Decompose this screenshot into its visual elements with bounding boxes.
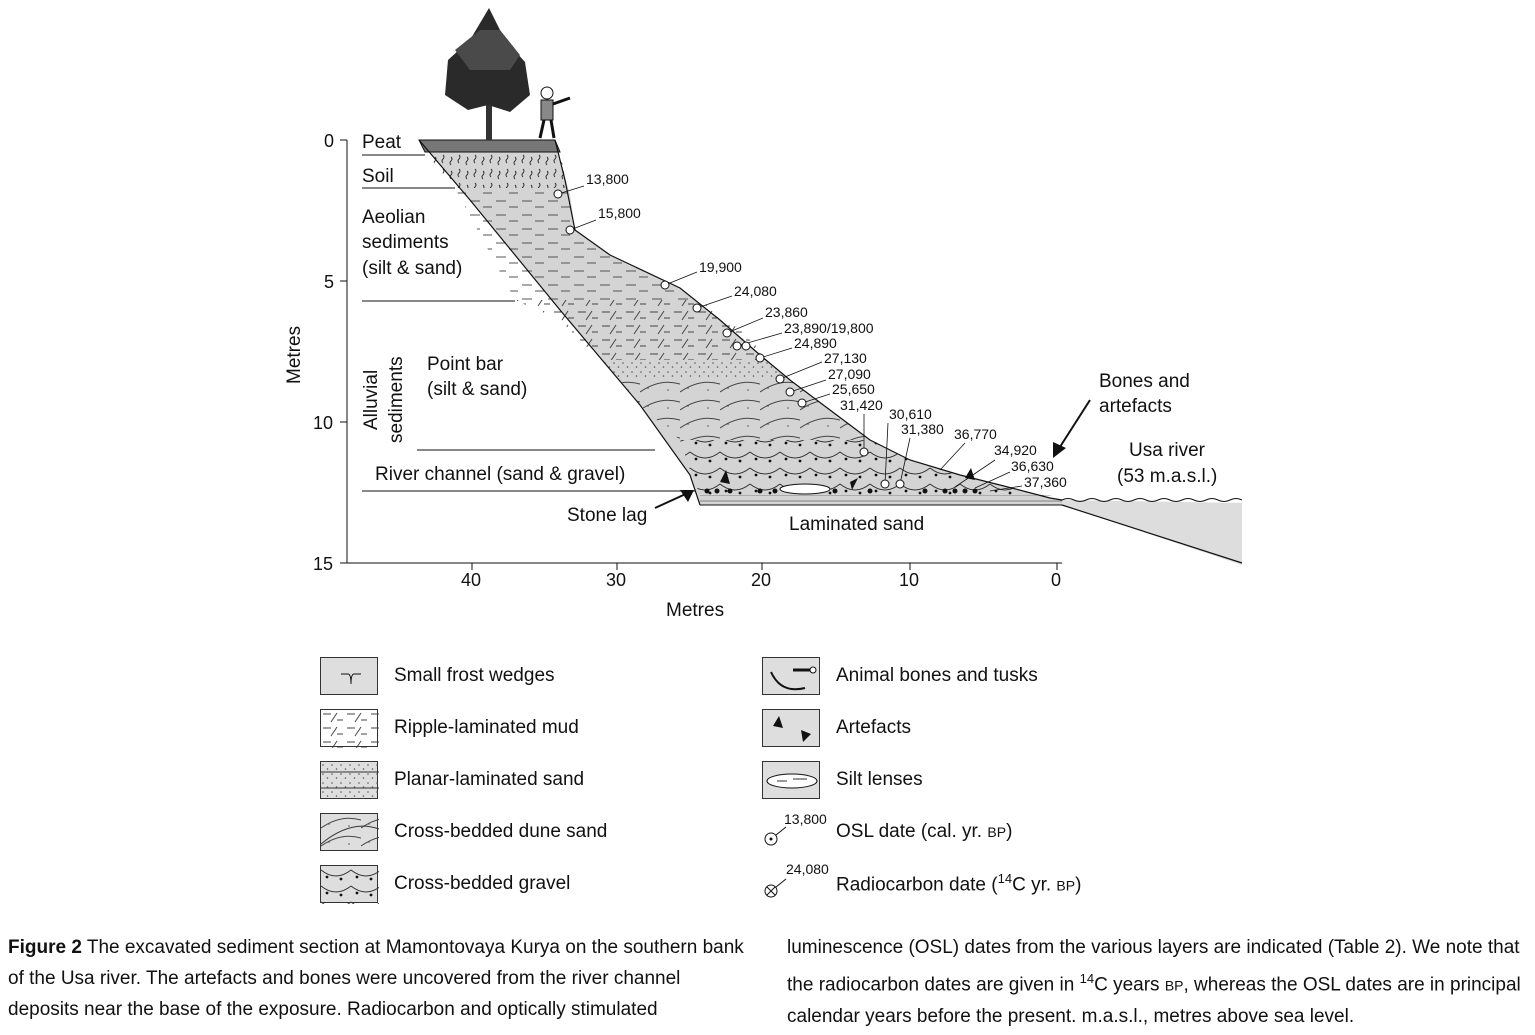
legend-item: 24,080 Radiocarbon date (14C yr. BP) <box>762 861 1082 904</box>
peat-label: Peat <box>362 132 402 153</box>
caption-column-1: Figure 2 The excavated sediment section … <box>8 932 748 1025</box>
legend-label: Cross-bedded gravel <box>394 873 571 894</box>
caption-text: The excavated sediment section at Mamont… <box>8 937 744 1020</box>
legend-item: Cross-bedded gravel <box>320 864 570 904</box>
silt-lens-swatch <box>762 761 820 799</box>
legend-label: Small frost wedges <box>394 665 555 686</box>
x-tick: 30 <box>606 570 626 590</box>
cross-sand-swatch <box>320 813 379 852</box>
y-tick: 15 <box>313 554 333 574</box>
y-axis <box>340 139 348 564</box>
osl-symbol: 13,800 <box>762 811 827 851</box>
bones-artefacts-label: Bones and <box>1099 371 1190 392</box>
stone-lag-label: Stone lag <box>567 505 647 526</box>
figure-label: Figure 2 <box>8 937 82 958</box>
date-markers <box>553 189 905 489</box>
bones-arrow <box>1057 399 1091 451</box>
legend-label: Planar-laminated sand <box>394 769 585 790</box>
date-label: 24,890 <box>794 335 837 351</box>
legend-label: Animal bones and tusks <box>836 665 1038 686</box>
date-label: 36,770 <box>954 426 997 442</box>
legend-item: Artefacts <box>762 708 911 748</box>
aeolian-label: sediments <box>362 232 449 253</box>
date-label: 34,920 <box>994 442 1037 458</box>
y-tick: 0 <box>324 131 334 151</box>
y-tick: 10 <box>313 413 333 433</box>
legend-label: OSL date (cal. yr. BP) <box>836 821 1013 842</box>
date-label: 31,380 <box>901 421 944 437</box>
artefact-symbols <box>720 468 975 490</box>
section-profile <box>418 139 1063 506</box>
rc-sample-date: 24,080 <box>786 861 829 877</box>
point-bar-label: (silt & sand) <box>427 379 527 400</box>
x-axis-label: Metres <box>666 600 724 621</box>
date-label: 25,650 <box>832 381 875 397</box>
legend-item: Ripple-laminated mud <box>320 708 579 748</box>
frost-wedge-swatch <box>320 657 378 695</box>
usa-river-label: (53 m.a.s.l.) <box>1117 466 1217 487</box>
tree-illustration <box>445 8 530 140</box>
legend: Small frost wedges Ripple-laminated mud … <box>320 656 1220 916</box>
legend-label: Cross-bedded dune sand <box>394 821 608 842</box>
person-illustration <box>538 86 571 139</box>
x-tick: 0 <box>1051 570 1061 590</box>
caption-column-2: luminescence (OSL) dates from the variou… <box>787 937 1521 1028</box>
usa-river-label: Usa river <box>1129 440 1206 461</box>
y-tick: 5 <box>324 272 334 292</box>
point-bar-label: Point bar <box>427 354 504 375</box>
cross-gravel-swatch <box>320 865 379 904</box>
date-label: 13,800 <box>586 171 629 187</box>
bones-swatch <box>762 657 820 695</box>
y-axis-label: Metres <box>284 326 305 384</box>
artefact-swatch <box>762 709 820 747</box>
silt-lens <box>779 483 831 495</box>
arrowhead <box>1053 442 1066 458</box>
bones-artefacts-label: artefacts <box>1099 396 1172 417</box>
legend-item: Small frost wedges <box>320 656 555 696</box>
usa-river-water <box>1061 498 1243 565</box>
date-label: 27,130 <box>824 350 867 366</box>
arrowhead <box>680 490 694 502</box>
legend-label: Silt lenses <box>836 769 923 790</box>
alluvial-label: sediments <box>386 356 407 443</box>
date-label: 23,890/19,800 <box>784 320 874 336</box>
river-channel-label: River channel (sand & gravel) <box>375 464 625 485</box>
legend-label: Artefacts <box>836 717 911 738</box>
legend-item: Silt lenses <box>762 760 923 800</box>
x-tick: 10 <box>899 570 919 590</box>
date-label: 31,420 <box>840 397 883 413</box>
section-diagram: 0 5 10 15 40 30 20 10 0 Metres Metres Pe… <box>284 8 1243 621</box>
date-leaders <box>557 185 1023 492</box>
aeolian-label: (silt & sand) <box>362 258 462 279</box>
soil-label: Soil <box>362 166 394 187</box>
alluvial-label: Alluvial <box>361 370 382 430</box>
date-label: 19,900 <box>699 259 742 275</box>
stone-lag-dots <box>704 488 978 494</box>
legend-item: Cross-bedded dune sand <box>320 812 607 852</box>
date-label: 30,610 <box>889 406 932 422</box>
x-tick: 40 <box>461 570 481 590</box>
date-label: 36,630 <box>1011 458 1054 474</box>
planar-sand-swatch <box>320 761 379 800</box>
date-label: 15,800 <box>598 205 641 221</box>
radiocarbon-symbol: 24,080 <box>762 861 829 903</box>
date-label: 24,080 <box>734 283 777 299</box>
laminated-sand-label: Laminated sand <box>789 514 924 535</box>
unit-dividers <box>362 154 695 492</box>
ripple-mud-swatch <box>320 709 379 748</box>
legend-label: Ripple-laminated mud <box>394 717 579 738</box>
legend-label: Radiocarbon date (14C yr. BP) <box>836 871 1082 896</box>
x-axis <box>347 562 1062 570</box>
legend-item: Animal bones and tusks <box>762 656 1038 696</box>
legend-item: 13,800 OSL date (cal. yr. BP) <box>762 811 1013 852</box>
date-label: 37,360 <box>1024 474 1067 490</box>
date-label: 27,090 <box>828 366 871 382</box>
legend-item: Planar-laminated sand <box>320 760 584 800</box>
osl-sample-date: 13,800 <box>784 811 827 827</box>
date-label: 23,860 <box>765 304 808 320</box>
aeolian-label: Aeolian <box>362 207 425 228</box>
x-tick: 20 <box>751 570 771 590</box>
